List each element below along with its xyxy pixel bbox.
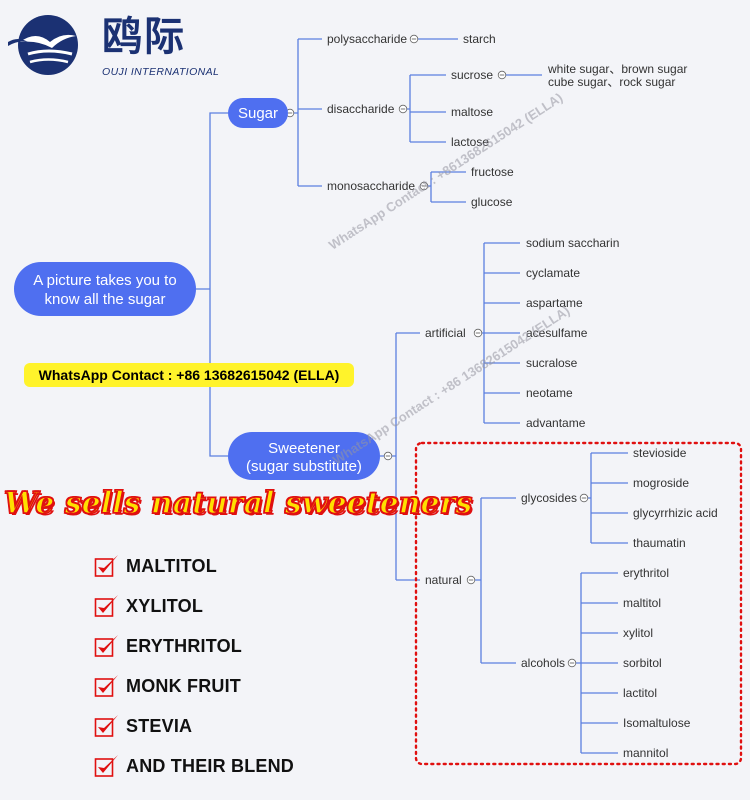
collapse-toggle-natural[interactable] [466, 575, 476, 585]
node-advantame[interactable]: advantame [526, 416, 586, 430]
node-sucrose[interactable]: sucrose [451, 68, 493, 82]
node-root[interactable]: A picture takes you to know all the suga… [14, 262, 196, 316]
checkmark-icon [94, 675, 118, 697]
product-checklist: MALTITOL XYLITOL ERYTHRITOL MONK FRUIT STEVI… [94, 546, 294, 786]
node-sodium-saccharin[interactable]: sodium saccharin [526, 236, 619, 250]
sweetener-pill [228, 432, 380, 480]
node-glycyrrhizic-acid[interactable]: glycyrrhizic acid [633, 506, 718, 520]
node-polysaccharide[interactable]: polysaccharide [327, 32, 407, 46]
artificial-items: sodium saccharin cyclamate aspartame acesul… [526, 236, 619, 430]
node-erythritol[interactable]: erythritol [623, 566, 669, 580]
node-lactitol[interactable]: lactitol [623, 686, 657, 700]
root-pill [14, 262, 196, 316]
collapse-toggle-sweetener[interactable] [383, 451, 393, 461]
checkmark-icon [94, 715, 118, 737]
glycoside-items: stevioside mogroside glycyrrhizic acid thau… [633, 446, 718, 550]
collapse-toggle-monosaccharide[interactable] [419, 181, 429, 191]
collapse-toggles [285, 34, 589, 668]
product-item: MALTITOL [94, 546, 294, 586]
node-starch[interactable]: starch [463, 32, 496, 46]
node-sucrose-types-line1[interactable]: white sugar、brown sugar [547, 62, 687, 76]
collapse-toggle-glycosides[interactable] [579, 493, 589, 503]
product-item: MONK FRUIT [94, 666, 294, 706]
connector-root [196, 112, 228, 457]
brand-name-cn: 鸥际 [102, 14, 186, 60]
node-xylitol[interactable]: xylitol [623, 626, 653, 640]
product-label: AND THEIR BLEND [126, 755, 294, 776]
connector-sugar [294, 38, 322, 187]
sugar-branch-labels: polysaccharide starch disaccharide sucro… [327, 32, 687, 209]
node-natural[interactable]: natural [425, 573, 462, 587]
node-stevioside[interactable]: stevioside [633, 446, 687, 460]
node-cyclamate[interactable]: cyclamate [526, 266, 580, 280]
collapse-toggle-alcohols[interactable] [567, 658, 577, 668]
connector-glycosides [584, 452, 628, 544]
product-item: ERYTHRITOL [94, 626, 294, 666]
node-sugar[interactable]: Sugar [228, 98, 288, 128]
collapse-toggle-sucrose[interactable] [497, 70, 507, 80]
node-lactose[interactable]: lactose [451, 135, 489, 149]
connector-natural [471, 497, 516, 664]
root-label-line1: A picture takes you to [33, 272, 176, 289]
product-item: XYLITOL [94, 586, 294, 626]
node-acesulfame[interactable]: acesulfame [526, 326, 588, 340]
node-maltose[interactable]: maltose [451, 105, 493, 119]
node-sorbitol[interactable]: sorbitol [623, 656, 662, 670]
product-item: AND THEIR BLEND [94, 746, 294, 786]
collapse-toggle-polysaccharide[interactable] [409, 34, 419, 44]
checkmark-icon [94, 595, 118, 617]
node-mogroside[interactable]: mogroside [633, 476, 689, 490]
product-label: XYLITOL [126, 595, 204, 616]
whatsapp-contact-banner: WhatsApp Contact : +86 13682615042 (ELLA… [24, 363, 354, 387]
promo-headline: We sells natural sweeteners [3, 485, 473, 522]
checkmark-icon [94, 555, 118, 577]
connector-monosaccharide [424, 171, 466, 203]
node-neotame[interactable]: neotame [526, 386, 573, 400]
product-label: ERYTHRITOL [126, 635, 243, 656]
brand-logo: 鸥际 OUJI INTERNATIONAL [6, 10, 220, 82]
node-maltitol[interactable]: maltitol [623, 596, 661, 610]
node-fructose[interactable]: fructose [471, 165, 514, 179]
natural-highlight-box [414, 441, 743, 766]
connector-alcohols [571, 572, 618, 754]
node-disaccharide[interactable]: disaccharide [327, 102, 395, 116]
node-mannitol[interactable]: mannitol [623, 746, 668, 760]
sweetener-branch-labels: artificial sodium saccharin cyclamate aspa… [425, 236, 718, 760]
product-label: MALTITOL [126, 555, 217, 576]
product-label: MONK FRUIT [126, 675, 241, 696]
node-isomaltulose[interactable]: Isomaltulose [623, 716, 691, 730]
sugar-label: Sugar [238, 105, 278, 122]
product-label: STEVIA [126, 715, 193, 736]
seagull-logo-icon [8, 15, 78, 75]
node-artificial[interactable]: artificial [425, 326, 466, 340]
product-item: STEVIA [94, 706, 294, 746]
checkmark-icon [94, 635, 118, 657]
node-sweetener[interactable]: Sweetener (sugar substitute) [228, 432, 380, 480]
checkmark-icon [94, 755, 118, 777]
node-monosaccharide[interactable]: monosaccharide [327, 179, 415, 193]
node-aspartame[interactable]: aspartame [526, 296, 583, 310]
brand-name-en: OUJI INTERNATIONAL [102, 66, 220, 78]
sweetener-label-line1: Sweetener [268, 440, 340, 457]
sweetener-label-line2: (sugar substitute) [246, 458, 362, 475]
alcohol-items: erythritol maltitol xylitol sorbitol lactito… [623, 566, 691, 760]
sugar-pill [228, 98, 288, 128]
collapse-toggle-artificial[interactable] [473, 328, 483, 338]
connector-disaccharide [403, 74, 446, 143]
root-label-line2: know all the sugar [45, 291, 166, 308]
node-glucose[interactable]: glucose [471, 195, 513, 209]
connector-artificial [480, 242, 520, 424]
collapse-toggle-disaccharide[interactable] [398, 104, 408, 114]
node-glycosides[interactable]: glycosides [521, 491, 577, 505]
node-thaumatin[interactable]: thaumatin [633, 536, 686, 550]
node-sucralose[interactable]: sucralose [526, 356, 578, 370]
node-alcohols[interactable]: alcohols [521, 656, 565, 670]
node-sucrose-types-line2[interactable]: cube sugar、rock sugar [548, 75, 675, 89]
